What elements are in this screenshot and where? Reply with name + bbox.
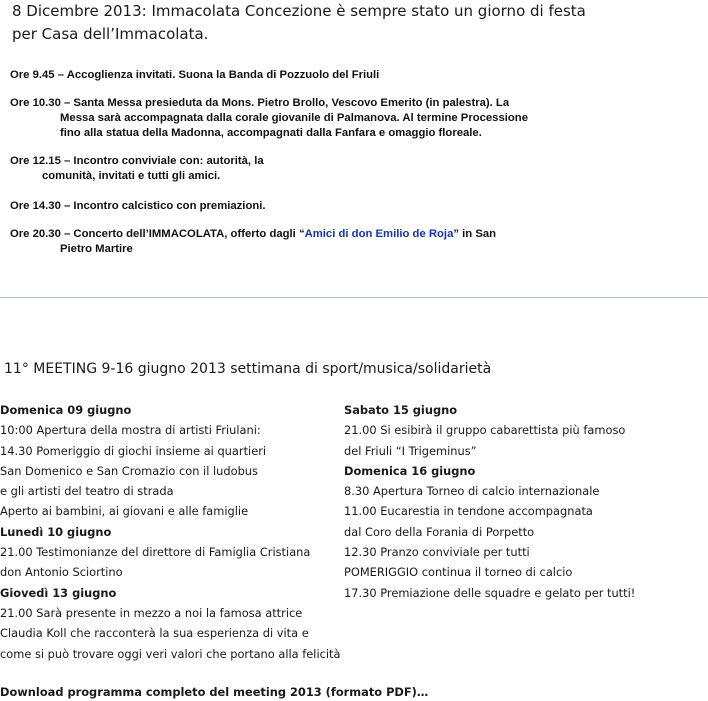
event-title: 8 Dicembre 2013: Immacolata Concezione è…	[12, 0, 586, 46]
download-program-link[interactable]: Download programma completo del meeting …	[0, 685, 429, 699]
schedule-item-1030-line2: Messa sarà accompagnata dalla corale gio…	[60, 112, 528, 124]
program-line: Aperto ai bambini, ai giovani e alle fam…	[0, 504, 249, 519]
event-title-line1: 8 Dicembre 2013: Immacolata Concezione è…	[12, 2, 586, 20]
schedule-item-2030-line2: Pietro Martire	[60, 243, 133, 255]
program-line: 14.30 Pomeriggio di giochi insieme ai qu…	[0, 443, 267, 458]
schedule-item-1215-line2: comunità, invitati e tutti gli amici.	[42, 170, 221, 182]
program-line: 21.00 Sarà presente in mezzo a noi la fa…	[0, 605, 303, 620]
schedule-item-2030-line1: Ore 20.30 – Concerto dell’IMMACOLATA, of…	[10, 227, 496, 242]
schedule-item-2030: Ore 20.30 – Concerto dell’IMMACOLATA, of…	[10, 227, 496, 257]
program-line: 17.30 Premiazione delle squadre e gelato…	[344, 585, 636, 600]
schedule-item-1430-text: Ore 14.30 – Incontro calcistico con prem…	[10, 200, 266, 212]
schedule-item-1030-line1: Ore 10.30 – Santa Messa presieduta da Mo…	[10, 97, 510, 109]
schedule-item-1215: Ore 12.15 – Incontro conviviale con: aut…	[10, 154, 264, 184]
program-line: del Friuli “I Trigeminus”	[344, 443, 477, 458]
program-line: Claudia Koll che racconterà la sua esper…	[0, 626, 309, 641]
meeting-left-column: Domenica 09 giugno 10:00 Apertura della …	[0, 400, 341, 664]
program-line: don Antonio Sciortino	[0, 565, 123, 580]
amici-don-emilio-link[interactable]: Amici di don Emilio de Roja	[304, 228, 454, 240]
program-line: San Domenico e San Cromazio con il ludob…	[0, 463, 258, 478]
event-title-line2: per Casa dell’Immacolata.	[12, 25, 209, 43]
schedule-item-1030-line3: fino alla statua della Madonna, accompag…	[60, 127, 482, 139]
day-heading: Sabato 15 giugno	[344, 403, 458, 417]
section-divider	[0, 297, 708, 298]
schedule-item-0945-text: Ore 9.45 – Accoglienza invitati. Suona l…	[10, 69, 380, 81]
day-heading: Lunedì 10 giugno	[0, 524, 112, 539]
schedule-item-1030: Ore 10.30 – Santa Messa presieduta da Mo…	[10, 96, 528, 141]
program-line: 21.00 Si esibirà il gruppo cabarettista …	[344, 423, 626, 438]
schedule-item-2030-prefix: Ore 20.30 – Concerto dell’IMMACOLATA, of…	[10, 228, 305, 240]
program-line: 8.30 Apertura Torneo di calcio internazi…	[344, 484, 600, 499]
meeting-title: 11° MEETING 9-16 giugno 2013 settimana d…	[4, 361, 492, 377]
schedule-item-0945: Ore 9.45 – Accoglienza invitati. Suona l…	[10, 68, 379, 83]
day-heading: Domenica 09 giugno	[0, 403, 132, 417]
program-line: dal Coro della Forania di Porpetto	[344, 524, 535, 539]
program-line: come si può trovare oggi veri valori che…	[0, 646, 341, 661]
schedule-item-1430: Ore 14.30 – Incontro calcistico con prem…	[10, 199, 266, 214]
program-line: 11.00 Eucarestia in tendone accompagnata	[344, 504, 593, 519]
program-line: POMERIGGIO continua il torneo di calcio	[344, 565, 573, 580]
program-line: e gli artisti del teatro di strada	[0, 484, 174, 499]
schedule-item-2030-suffix: ” in San	[453, 228, 497, 240]
program-line: 12.30 Pranzo conviviale per tutti	[344, 545, 530, 560]
meeting-right-column: Sabato 15 giugno 21.00 Si esibirà il gru…	[344, 400, 635, 603]
program-line: 21.00 Testimonianze del direttore di Fam…	[0, 545, 311, 560]
program-line: 10:00 Apertura della mostra di artisti F…	[0, 423, 261, 438]
schedule-item-1215-line1: Ore 12.15 – Incontro conviviale con: aut…	[10, 155, 264, 167]
day-heading: Domenica 16 giugno	[344, 463, 476, 478]
day-heading: Giovedì 13 giugno	[0, 585, 117, 600]
